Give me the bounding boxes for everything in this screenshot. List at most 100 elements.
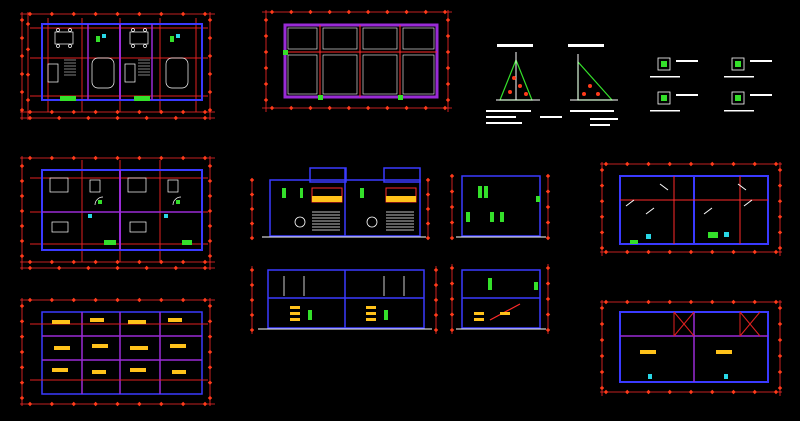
detail-footing-2 xyxy=(568,44,618,126)
dimension-tick xyxy=(646,389,651,395)
dimension-tick xyxy=(646,299,651,305)
dimension-tick xyxy=(433,312,439,318)
dimension-tick xyxy=(433,297,439,303)
dimension-tick xyxy=(207,35,213,41)
dimension-tick xyxy=(115,11,120,17)
dimension-tick xyxy=(545,281,551,286)
dimension-tick xyxy=(19,89,25,95)
walls xyxy=(41,23,203,101)
dimension-tick xyxy=(603,249,609,255)
dimension-tick xyxy=(425,177,431,183)
dimension-tick xyxy=(207,349,213,355)
dimension-tick xyxy=(263,49,269,55)
dimension-tick xyxy=(249,192,255,197)
dimension-tick xyxy=(159,297,164,303)
front-elevation xyxy=(251,167,429,240)
dimension-tick xyxy=(19,53,25,59)
dimension-tick xyxy=(777,230,783,235)
dimension-tick xyxy=(115,265,120,271)
dimension-tick xyxy=(625,161,630,167)
dimension-tick xyxy=(180,155,186,161)
dimension-tick xyxy=(19,71,25,77)
dimension-tick xyxy=(599,214,605,219)
dimension-tick xyxy=(249,221,255,226)
dimension-tick xyxy=(207,89,213,95)
dimension-tick xyxy=(752,389,757,395)
dimension-tick xyxy=(545,296,551,302)
dimension-tick xyxy=(777,199,783,204)
dimension-tick xyxy=(667,299,672,305)
dimension-tick xyxy=(207,17,213,23)
dimension-tick xyxy=(180,401,186,407)
dimension-tick xyxy=(207,178,213,184)
dimension-tick xyxy=(545,189,551,194)
dimension-tick xyxy=(27,11,33,17)
dimension-tick xyxy=(137,401,142,407)
dimension-tick xyxy=(777,245,783,251)
dimension-tick xyxy=(545,220,551,225)
dimension-tick xyxy=(777,167,783,173)
dimension-tick xyxy=(19,223,25,229)
cyan-accents xyxy=(102,34,180,38)
dimension-tick xyxy=(625,299,630,305)
dimension-tick xyxy=(202,259,208,265)
dimension-tick xyxy=(346,105,352,111)
dimension-tick xyxy=(249,282,255,288)
dimension-tick xyxy=(19,334,25,339)
dimension-tick xyxy=(49,109,55,115)
dimension-tick xyxy=(27,109,33,115)
detail-columns xyxy=(657,57,745,105)
dimension-tick xyxy=(207,193,213,199)
dimension-tick xyxy=(752,299,757,305)
dimension-tick xyxy=(180,109,186,115)
dimension-tick xyxy=(49,259,55,265)
stair-hatch xyxy=(64,59,150,76)
dimension-tick xyxy=(202,401,208,407)
dimension-tick xyxy=(667,389,672,395)
dimension-tick xyxy=(207,334,213,339)
dimension-tick xyxy=(688,249,694,255)
dimension-tick xyxy=(71,109,76,115)
dimension-tick xyxy=(425,235,431,241)
dimension-tick xyxy=(202,297,208,303)
dimension-tick xyxy=(599,321,605,327)
dimension-tick xyxy=(71,155,76,161)
dimension-tick xyxy=(263,17,269,23)
dimension-tick xyxy=(646,161,651,167)
dimension-tick xyxy=(423,105,428,111)
dimension-tick xyxy=(207,107,213,113)
dimension-tick xyxy=(19,319,25,324)
dimension-tick xyxy=(545,173,551,179)
dimension-tick xyxy=(449,265,455,271)
dimension-tick xyxy=(249,235,255,241)
dimension-tick xyxy=(731,161,736,167)
dimension-tick xyxy=(93,401,98,407)
dimension-tick xyxy=(545,235,551,241)
dimension-tick xyxy=(27,265,33,271)
green-accents xyxy=(60,36,174,101)
dimension-tick xyxy=(445,65,451,71)
dimension-tick xyxy=(115,109,120,115)
dimension-tick xyxy=(385,105,390,111)
dimension-tick xyxy=(308,9,313,15)
dimension-tick xyxy=(207,253,213,259)
dimension-tick xyxy=(180,11,186,17)
dimension-tick xyxy=(289,9,294,15)
dimension-tick xyxy=(19,17,25,23)
dimension-tick xyxy=(404,105,409,111)
dimension-tick xyxy=(207,365,213,370)
dimension-tick xyxy=(688,389,694,395)
dimension-tick xyxy=(263,65,269,71)
dimension-tick xyxy=(115,259,120,265)
dimension-tick xyxy=(159,259,164,265)
dimension-tick xyxy=(49,155,55,161)
dimension-tick xyxy=(442,9,448,15)
dimension-tick xyxy=(207,238,213,244)
dimension-tick xyxy=(365,9,371,15)
dimension-tick xyxy=(449,281,455,286)
dimension-tick xyxy=(308,105,313,111)
dimension-tick xyxy=(207,319,213,324)
dimension-tick xyxy=(445,33,451,39)
dimension-tick xyxy=(249,267,255,273)
dimension-tick xyxy=(56,115,62,121)
